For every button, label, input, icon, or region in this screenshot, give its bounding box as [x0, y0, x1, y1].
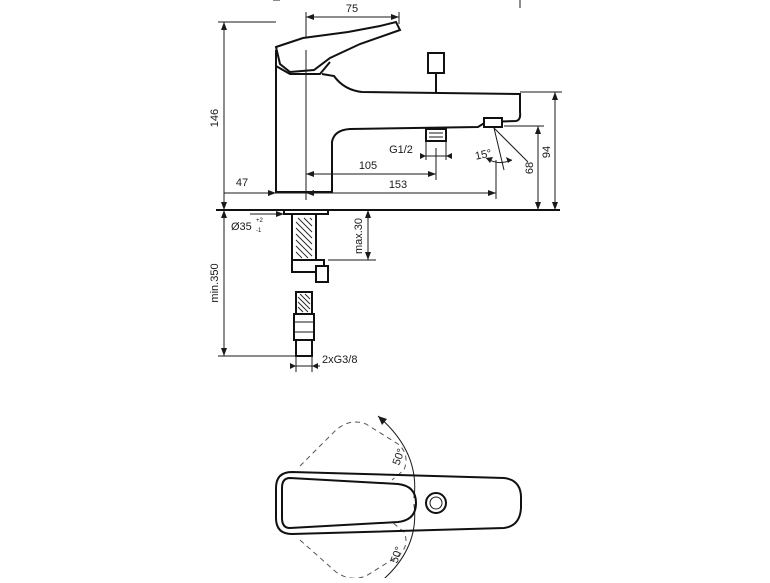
hatch-line: [309, 217, 313, 221]
label-146: 146: [209, 109, 221, 127]
hose-end: [295, 339, 313, 357]
dimension-max30: max.30: [328, 210, 376, 261]
label-47: 47: [236, 177, 248, 189]
hatch-line: [299, 293, 311, 305]
label-50-top: 50°: [391, 447, 408, 467]
label-min350: min.350: [209, 263, 221, 302]
faucet-body: [274, 20, 522, 193]
hatch-line: [295, 245, 309, 259]
body-top-outline: [275, 470, 523, 536]
hatch-line: [297, 217, 313, 233]
hose-fitting: [293, 313, 315, 341]
dimension-hose-thread: 2xG3/8: [290, 354, 357, 372]
dimension-top-width: 75: [273, 0, 521, 50]
hatch-line: [295, 251, 303, 259]
label-tol-plus: +2: [256, 218, 264, 224]
dimension-min350: min.350: [209, 210, 296, 357]
handle-rotated-down: [299, 521, 407, 579]
label-hose-thread: 2xG3/8: [322, 354, 357, 366]
label-94: 94: [541, 146, 553, 158]
side-view: 75 G1/2: [209, 0, 562, 372]
diverter-knob: [427, 52, 445, 74]
body-outline: [275, 66, 522, 193]
lever-handle: [274, 20, 402, 74]
threaded-shank: [291, 213, 329, 283]
hatch-line: [297, 306, 304, 313]
hatch-line: [295, 239, 313, 257]
hatch-line: [295, 227, 313, 245]
mounting-bracket: [315, 265, 329, 283]
dimension-base-diameter: Ø35 +2 -1: [231, 209, 329, 234]
arc-lower: [378, 503, 416, 583]
dimension-146: 146: [209, 21, 276, 210]
arc-upper: [377, 415, 416, 499]
hand-shower-connection: [425, 128, 447, 142]
top-view: 50° 50°: [275, 415, 523, 583]
dimension-153-47: 47 153: [224, 50, 497, 200]
label-153: 153: [389, 179, 407, 191]
supply-hoses: [293, 291, 315, 357]
dimension-angle-15: 15°: [474, 127, 529, 171]
label-max30: max.30: [353, 218, 365, 254]
aerator: [483, 117, 503, 128]
label-50-bottom: 50°: [389, 545, 406, 565]
label-75: 75: [346, 3, 358, 15]
label-15: 15°: [474, 147, 493, 162]
label-68: 68: [524, 162, 536, 174]
hatch-line: [297, 301, 309, 313]
diverter-knob-top: [425, 492, 447, 514]
handle-rotated-up: [299, 421, 407, 481]
dimension-94-68: 94 68: [504, 91, 562, 210]
hatch-line: [295, 221, 313, 239]
dimension-105: 105: [306, 148, 437, 180]
hatch-line: [303, 217, 313, 227]
label-tol-minus: -1: [256, 228, 262, 234]
dimension-g12: G1/2: [389, 142, 452, 160]
hatch-line: [297, 296, 311, 310]
label-diameter: Ø35: [231, 221, 252, 233]
label-105: 105: [359, 160, 377, 172]
hatch-line: [304, 293, 311, 300]
label-g12: G1/2: [389, 144, 413, 156]
hatch-line: [295, 233, 313, 251]
handle-top-outline: [281, 476, 418, 530]
shank-outline: [291, 213, 317, 261]
